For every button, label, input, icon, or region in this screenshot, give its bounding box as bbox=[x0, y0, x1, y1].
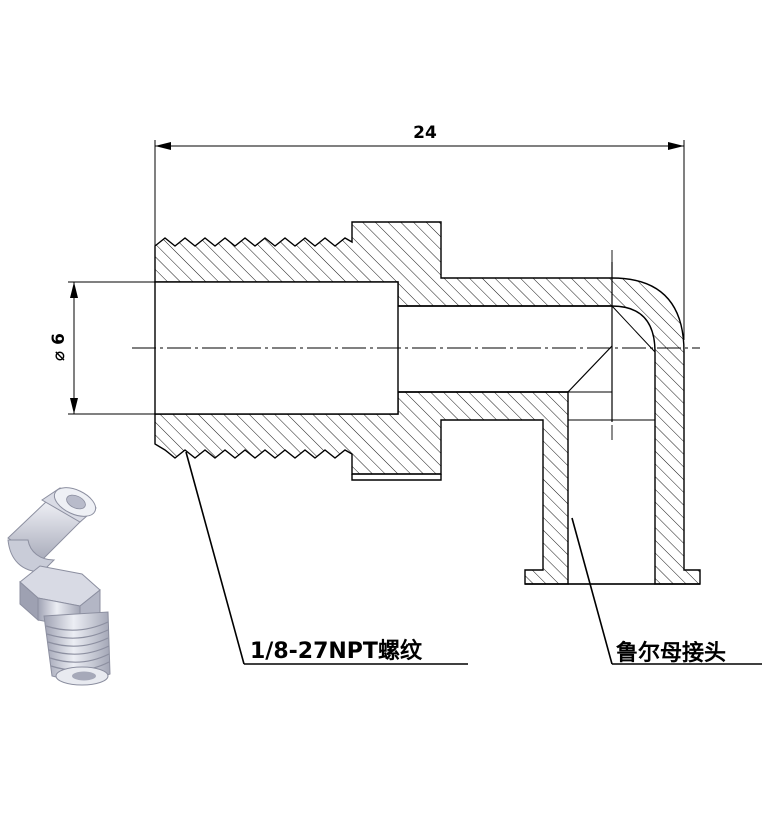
luer-callout: 鲁尔母接头 bbox=[571, 517, 762, 666]
section-bottom-wall bbox=[154, 391, 569, 585]
section-top-wall bbox=[154, 221, 701, 585]
thread-callout: 1/8-27NPT螺纹 bbox=[185, 451, 468, 665]
fitting-3d-model bbox=[7, 487, 111, 686]
luer-callout-label: 鲁尔母接头 bbox=[615, 640, 726, 666]
overall-length-label: 24 bbox=[413, 123, 437, 143]
thread-callout-label: 1/8-27NPT螺纹 bbox=[250, 638, 423, 664]
diameter-symbol: ⌀ bbox=[49, 351, 69, 361]
dimension-bore-diameter: ⌀ 6 bbox=[49, 281, 155, 415]
section-view bbox=[132, 221, 701, 585]
bore-diameter-label: 6 bbox=[49, 333, 69, 345]
dimension-overall-length: 24 bbox=[154, 123, 685, 340]
